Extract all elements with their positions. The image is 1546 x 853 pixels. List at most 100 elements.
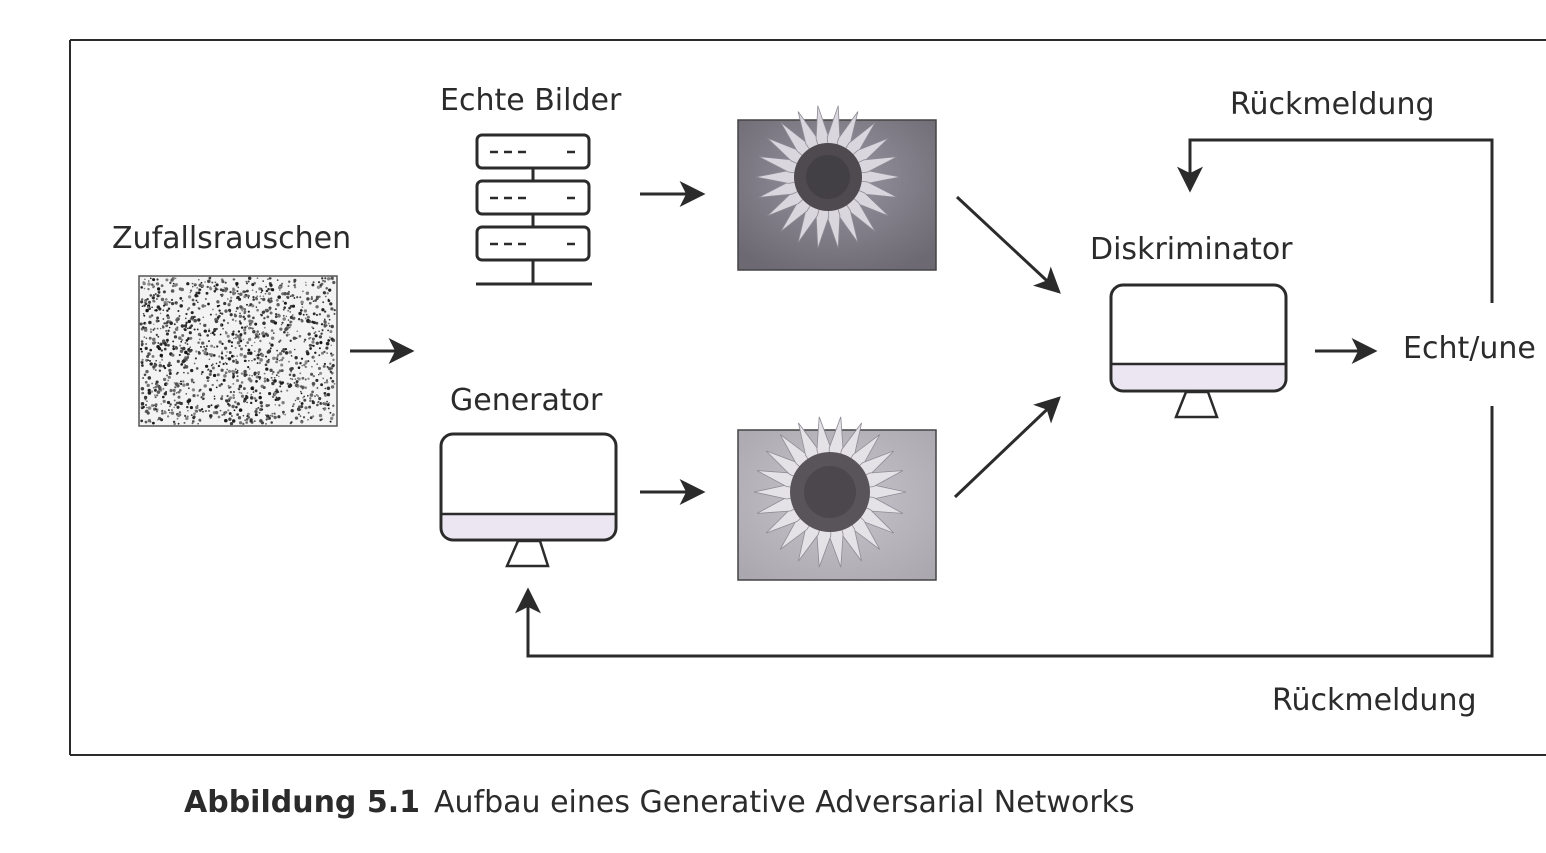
noise-dot — [261, 331, 265, 336]
noise-dot — [149, 294, 153, 297]
noise-dot — [201, 284, 205, 288]
noise-dot — [223, 301, 227, 306]
noise-dot — [259, 400, 263, 405]
noise-dot — [329, 377, 333, 380]
noise-dot — [140, 327, 144, 331]
noise-dot — [246, 325, 248, 328]
noise-dot — [200, 345, 202, 348]
noise-dot — [192, 420, 195, 423]
noise-dot — [171, 409, 173, 411]
noise-dot — [245, 418, 249, 421]
noise-dot — [219, 312, 222, 315]
noise-dot — [205, 345, 208, 348]
noise-dot — [174, 386, 177, 389]
noise-dot — [192, 381, 195, 384]
noise-dot — [325, 341, 330, 346]
noise-dot — [208, 276, 212, 280]
noise-dot — [150, 403, 154, 408]
noise-dot — [170, 301, 175, 306]
noise-dot — [312, 281, 315, 284]
noise-dot — [277, 396, 281, 400]
noise-dot — [195, 367, 199, 370]
noise-dot — [274, 404, 277, 406]
noise-dot — [187, 295, 192, 299]
noise-dot — [303, 398, 307, 402]
noise-dot — [162, 309, 165, 312]
noise-dot — [240, 372, 244, 375]
noise-dot — [189, 291, 192, 294]
noise-dot — [139, 322, 143, 326]
noise-dot — [232, 390, 236, 394]
noise-dot — [314, 351, 317, 355]
noise-dot — [192, 286, 194, 288]
noise-dot — [210, 404, 213, 407]
noise-dot — [320, 282, 324, 286]
noise-dot — [143, 336, 146, 339]
noise-dot — [238, 408, 243, 412]
noise-dot — [172, 345, 175, 348]
noise-dot — [324, 387, 327, 390]
noise-dot — [238, 297, 242, 301]
noise-dot — [193, 328, 196, 331]
noise-dot — [278, 359, 281, 362]
noise-dot — [324, 318, 326, 320]
noise-dot — [231, 318, 235, 321]
noise-dot — [329, 302, 333, 306]
noise-dot — [196, 287, 198, 289]
noise-dot — [226, 351, 228, 353]
noise-dot — [270, 343, 274, 347]
noise-dot — [212, 354, 216, 357]
noise-dot — [152, 367, 155, 370]
noise-dot — [299, 296, 302, 299]
noise-dot — [186, 343, 189, 345]
noise-dot — [257, 406, 260, 409]
noise-dot — [147, 391, 152, 395]
noise-dot — [248, 368, 251, 370]
noise-dot — [271, 412, 274, 415]
noise-dot — [190, 368, 194, 373]
noise-dot — [146, 406, 148, 409]
noise-dot — [311, 390, 314, 394]
noise-dot — [152, 386, 155, 389]
noise-dot — [319, 371, 323, 375]
noise-dot — [307, 395, 309, 397]
noise-dot — [222, 412, 226, 416]
noise-dot — [327, 329, 329, 332]
noise-dot — [282, 348, 285, 351]
noise-dot — [320, 383, 324, 387]
noise-dot — [145, 308, 149, 313]
noise-dot — [143, 314, 146, 317]
noise-dot — [237, 330, 241, 333]
noise-dot — [172, 340, 175, 343]
noise-dot — [297, 318, 301, 321]
noise-dot — [191, 282, 194, 285]
noise-dot — [304, 378, 307, 381]
noise-dot — [140, 419, 144, 423]
noise-dot — [238, 391, 241, 394]
noise-dot — [222, 327, 224, 330]
noise-dot — [331, 379, 335, 383]
noise-dot — [240, 392, 243, 395]
arrow-real-to-discriminator — [955, 195, 1061, 294]
noise-dot — [176, 326, 179, 329]
noise-dot — [184, 364, 186, 366]
noise-dot — [178, 315, 181, 317]
noise-dot — [181, 334, 185, 337]
noise-dot — [255, 306, 258, 308]
noise-dot — [214, 405, 218, 409]
noise-dot — [245, 421, 249, 424]
noise-dot — [326, 277, 331, 281]
noise-dot — [292, 403, 295, 406]
feedback-loop-bottom — [515, 406, 1494, 658]
noise-dot — [139, 347, 143, 351]
noise-dot — [260, 291, 263, 294]
noise-dot — [251, 289, 254, 291]
noise-dot — [245, 289, 249, 293]
noise-dot — [256, 356, 260, 360]
noise-dot — [279, 381, 284, 385]
noise-dot — [247, 280, 250, 283]
noise-dot — [249, 419, 253, 423]
noise-dot — [278, 375, 280, 378]
noise-dot — [228, 300, 232, 303]
noise-dot — [269, 283, 273, 287]
